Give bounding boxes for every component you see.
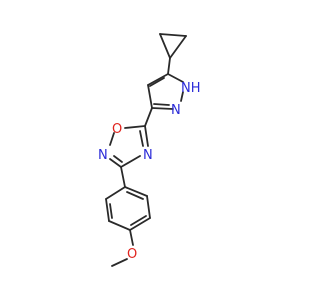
bond-phenyl-6-double <box>126 191 144 200</box>
bond-oxadiazole-n4-c5 <box>144 125 149 147</box>
atom-label-oxadiazole-o: O <box>112 122 122 137</box>
bond-pyrazole-n1-c5 <box>167 73 184 83</box>
atom-label-methoxy-o: O <box>127 247 137 262</box>
atom-label-oxadiazole-n4: N <box>143 148 153 163</box>
bond-phenyl-2 <box>105 198 110 222</box>
bond-pyrazole-c4-c3 <box>147 84 153 109</box>
bond-oxadiazole-c5-o1 <box>124 125 146 129</box>
bond-phenyl-2-double <box>109 203 113 219</box>
bond-methoxy-o-to-methyl <box>111 258 128 267</box>
bond-pyrazole-c3-n2 <box>151 107 174 110</box>
bond-cyclopropyl-top <box>159 33 187 37</box>
bond-pyrazole-c5-c4-double <box>149 77 165 87</box>
atom-label-nh: NH <box>181 81 201 96</box>
bond-oxadiazole-c3-n4 <box>120 155 141 168</box>
chemical-structure-diagram: NH N O N N O <box>98 33 201 267</box>
bond-oxadiazole-o1-n2 <box>109 132 115 146</box>
bond-oxadiazole-n2-c3 <box>109 158 122 168</box>
bond-pyrazole-c5-c4 <box>147 73 169 86</box>
atom-labels: NH N O N N O <box>98 81 201 262</box>
atom-label-pyrazole-n: N <box>171 103 181 118</box>
bond-phenyl-to-methoxy-o <box>129 229 134 246</box>
bond-phenyl-1 <box>105 186 126 200</box>
bond-pyrazole-c3-n2-double <box>153 103 170 106</box>
bonds <box>105 33 187 267</box>
bond-cyclopropyl-to-pyrazole <box>167 57 171 75</box>
bond-oxadiazole-n4-c5-double <box>139 130 144 147</box>
bond-cyclopropyl-left <box>159 33 171 59</box>
structure-canvas: NH N O N N O <box>98 33 201 267</box>
bond-oxadiazole-n2-c3-double <box>113 155 123 163</box>
bond-phenyl-4-double <box>130 215 147 226</box>
bond-cyclopropyl-right <box>169 35 187 59</box>
bond-pyrazole-n2-n1 <box>180 91 184 102</box>
bond-pyrazole-to-oxadiazole <box>144 107 153 127</box>
atom-label-oxadiazole-n2: N <box>98 148 108 163</box>
bond-phenyl-3 <box>108 220 131 231</box>
bond-phenyl-4 <box>129 217 151 231</box>
bond-phenyl-6 <box>124 186 148 197</box>
bond-phenyl-5 <box>146 195 151 219</box>
bond-oxadiazole-to-phenyl <box>120 166 126 188</box>
